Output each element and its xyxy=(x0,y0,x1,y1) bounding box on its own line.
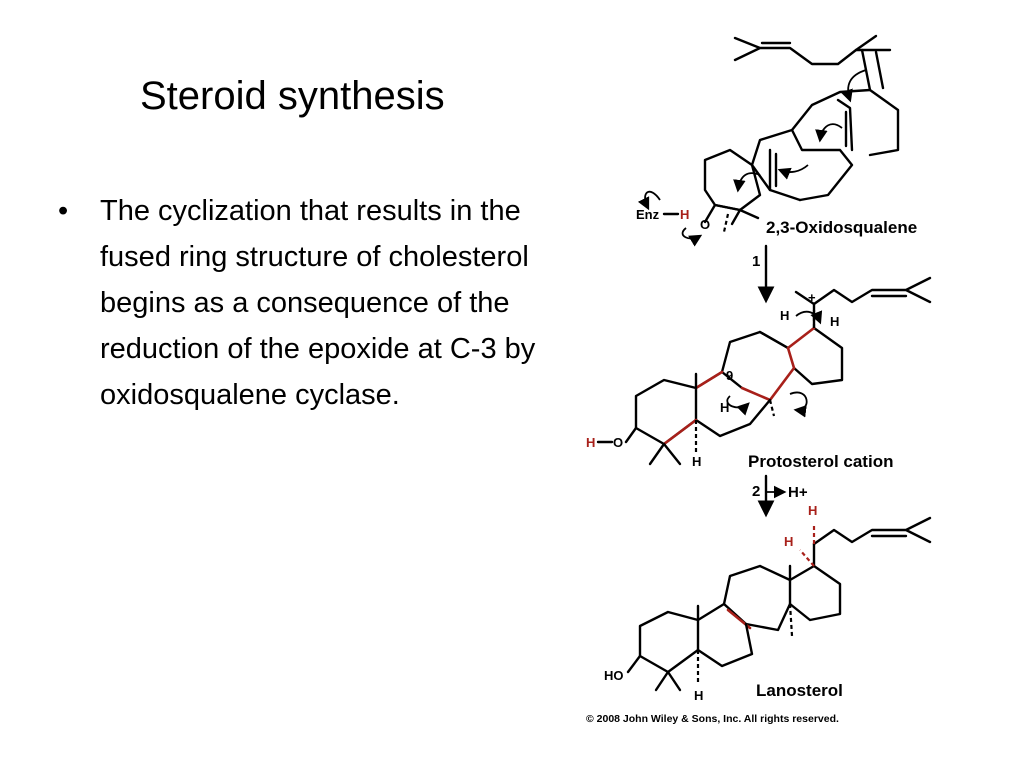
c9-label: 9 xyxy=(726,368,733,383)
protosterol-h1-label: H xyxy=(780,308,789,323)
lanosterol-h3-label: H xyxy=(694,688,703,703)
copyright-notice: © 2008 John Wiley & Sons, Inc. All right… xyxy=(586,713,839,725)
compound-lanosterol: Lanosterol xyxy=(756,681,843,700)
protosterol-h4-label: H xyxy=(692,454,701,469)
enz-label: Enz xyxy=(636,207,660,222)
step-2-product: H+ xyxy=(788,484,808,501)
bullet-list: • The cyclization that results in the fu… xyxy=(58,188,578,418)
compound-oxidosqualene: 2,3-Oxidosqualene xyxy=(766,218,917,237)
hydroxyl-o-label: O xyxy=(613,435,623,450)
lanosterol-h2-label: H xyxy=(784,534,793,549)
hydroxyl-h-label: H xyxy=(586,435,595,450)
lanosterol-h1-label: H xyxy=(808,503,817,518)
step-2-label: 2 xyxy=(752,483,760,500)
bullet-text: The cyclization that results in the fuse… xyxy=(100,195,536,411)
oxidosqualene-structure xyxy=(703,34,900,233)
bullet-marker: • xyxy=(58,195,69,227)
bullet-item: • The cyclization that results in the fu… xyxy=(58,188,578,418)
step-1-label: 1 xyxy=(752,253,760,270)
epoxide-o-label: O xyxy=(700,217,710,232)
protosterol-structure xyxy=(634,276,932,466)
enz-h-label: H xyxy=(680,207,689,222)
lanosterol-structure xyxy=(638,516,932,692)
protosterol-h3-label: H xyxy=(720,400,729,415)
slide-title: Steroid synthesis xyxy=(140,74,445,118)
compound-protosterol: Protosterol cation xyxy=(748,452,893,471)
cation-plus-label: + xyxy=(808,290,816,305)
lanosterol-ho-label: HO xyxy=(604,668,624,683)
protosterol-h2-label: H xyxy=(830,314,839,329)
